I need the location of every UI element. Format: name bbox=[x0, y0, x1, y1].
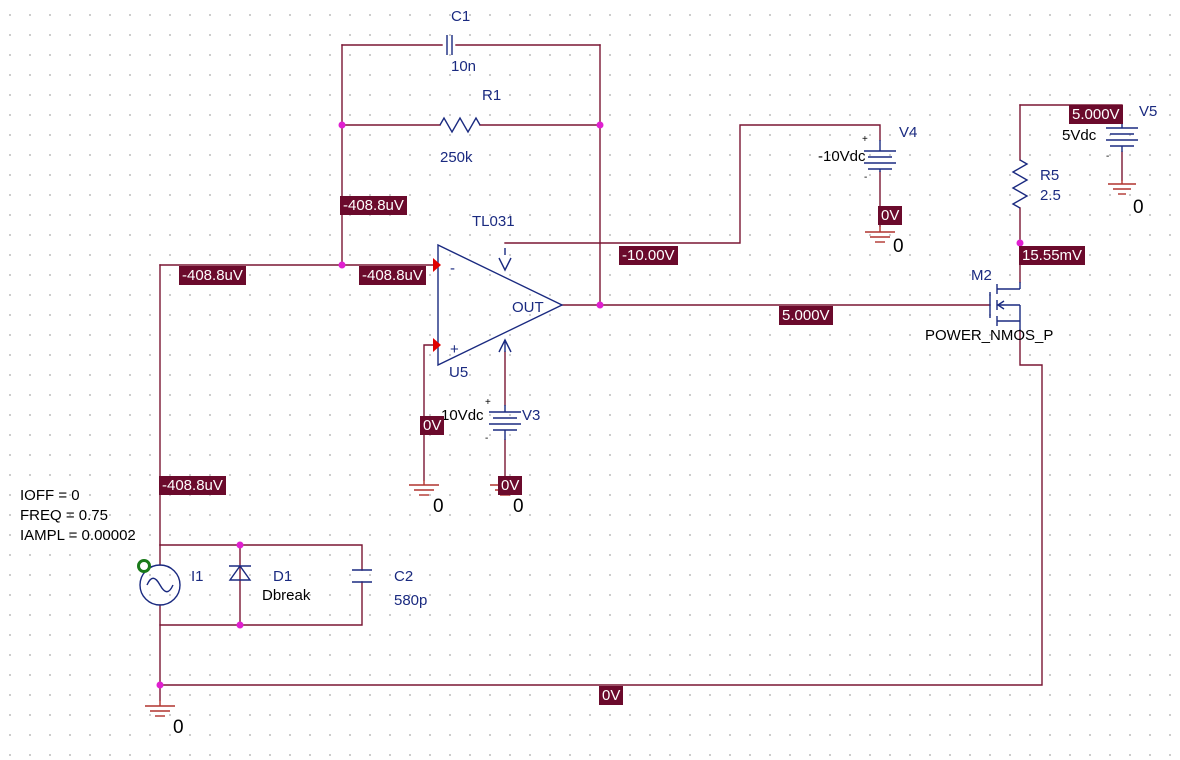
u5-ref: U5 bbox=[449, 364, 469, 381]
c1-ref: C1 bbox=[451, 8, 471, 25]
v5-value: 5Vdc bbox=[1062, 127, 1097, 144]
components bbox=[139, 35, 1138, 606]
v4-plus: + bbox=[862, 134, 868, 145]
u5-pin-out: OUT bbox=[512, 299, 544, 316]
r1-value: 250k bbox=[440, 149, 473, 166]
m2-model: POWER_NMOS_P bbox=[925, 327, 1054, 344]
r5-ref: R5 bbox=[1040, 167, 1060, 184]
resistor-r1[interactable] bbox=[439, 116, 481, 134]
battery-v5[interactable] bbox=[1106, 122, 1138, 152]
voltage-label-v5[interactable]: 5.000V bbox=[1069, 105, 1123, 124]
v3-ref: V3 bbox=[522, 407, 541, 424]
c2-value: 580p bbox=[394, 592, 428, 609]
v4-value: -10Vdc bbox=[818, 148, 866, 165]
v3-value: 10Vdc bbox=[441, 407, 484, 424]
ground-label-v5: 0 bbox=[1133, 197, 1144, 218]
ground-label-v4: 0 bbox=[893, 236, 904, 257]
d1-model: Dbreak bbox=[262, 587, 311, 604]
c2-ref: C2 bbox=[394, 568, 414, 585]
voltage-label-vneg[interactable]: -10.00V bbox=[619, 246, 678, 265]
mosfet-m2[interactable] bbox=[989, 282, 1021, 330]
v5-minus: - bbox=[1106, 151, 1110, 162]
junctions bbox=[156, 121, 1024, 689]
c1-value: 10n bbox=[451, 58, 477, 75]
junction-dot bbox=[236, 541, 244, 549]
junction-dot bbox=[596, 121, 604, 129]
voltage-label-v3-gnd[interactable]: 0V bbox=[498, 476, 523, 495]
wire-noninv bbox=[423, 344, 439, 481]
voltage-label-out[interactable]: 5.000V bbox=[779, 306, 833, 325]
resistor-r5[interactable] bbox=[1011, 159, 1029, 209]
voltage-label-v4-gnd[interactable]: 0V bbox=[878, 206, 903, 225]
ground-label-v3: 0 bbox=[513, 496, 524, 517]
voltage-label-left[interactable]: -408.8uV bbox=[179, 266, 246, 285]
pin-markers bbox=[433, 258, 441, 352]
voltage-label-drain[interactable]: 15.55mV bbox=[1019, 246, 1086, 265]
ground-label-main: 0 bbox=[173, 717, 184, 738]
wire-loop-top bbox=[159, 544, 363, 571]
u5-model: TL031 bbox=[472, 213, 515, 230]
junction-dot bbox=[156, 681, 164, 689]
capacitor-c1[interactable] bbox=[446, 35, 453, 55]
i1-ref: I1 bbox=[191, 568, 204, 585]
voltage-label-inv-input[interactable]: -408.8uV bbox=[359, 266, 426, 285]
source-marker-icon[interactable] bbox=[137, 559, 151, 573]
voltage-label-fb[interactable]: -408.8uV bbox=[340, 196, 407, 215]
u5-pin-minus: - bbox=[450, 260, 455, 277]
wire-vneg bbox=[504, 124, 881, 244]
i1-param-freq: FREQ = 0.75 bbox=[20, 507, 108, 524]
capacitor-c2[interactable] bbox=[352, 569, 372, 583]
voltage-label-bottom[interactable]: 0V bbox=[599, 686, 624, 705]
ground-label-noninv: 0 bbox=[433, 496, 444, 517]
m2-ref: M2 bbox=[971, 267, 992, 284]
d1-ref: D1 bbox=[273, 568, 293, 585]
voltage-label-left-low[interactable]: -408.8uV bbox=[159, 476, 226, 495]
u5-pin-plus: + bbox=[450, 341, 459, 358]
v4-minus: - bbox=[864, 172, 868, 183]
v4-ref: V4 bbox=[899, 124, 918, 141]
ground-symbol-main bbox=[145, 700, 175, 717]
v3-plus: + bbox=[485, 397, 491, 408]
wire-loop-bottom bbox=[159, 581, 363, 626]
marker-noninv-input bbox=[433, 338, 441, 352]
junction-dot bbox=[596, 301, 604, 309]
v5-ref: V5 bbox=[1139, 103, 1158, 120]
voltage-label-noninv[interactable]: 0V bbox=[420, 416, 445, 435]
ground-symbol-v4 bbox=[865, 226, 895, 243]
marker-inv-input bbox=[433, 258, 441, 272]
r5-value: 2.5 bbox=[1040, 187, 1061, 204]
junction-dot bbox=[236, 621, 244, 629]
junction-dot bbox=[338, 121, 346, 129]
i1-param-iampl: IAMPL = 0.00002 bbox=[20, 527, 136, 544]
ground-symbol-v5 bbox=[1108, 180, 1136, 195]
wire-source-return bbox=[159, 329, 1043, 686]
current-source-i1[interactable] bbox=[139, 564, 181, 606]
ground-symbol-noninv bbox=[409, 480, 439, 496]
opamp-u5[interactable] bbox=[437, 243, 564, 367]
battery-v3[interactable] bbox=[489, 405, 521, 440]
junction-dot bbox=[1016, 239, 1024, 247]
r1-ref: R1 bbox=[482, 87, 502, 104]
diode-d1[interactable] bbox=[228, 564, 252, 581]
battery-v4[interactable] bbox=[864, 140, 896, 172]
junction-dot bbox=[338, 261, 346, 269]
v3-minus: - bbox=[485, 433, 489, 444]
i1-param-ioff: IOFF = 0 bbox=[20, 487, 80, 504]
